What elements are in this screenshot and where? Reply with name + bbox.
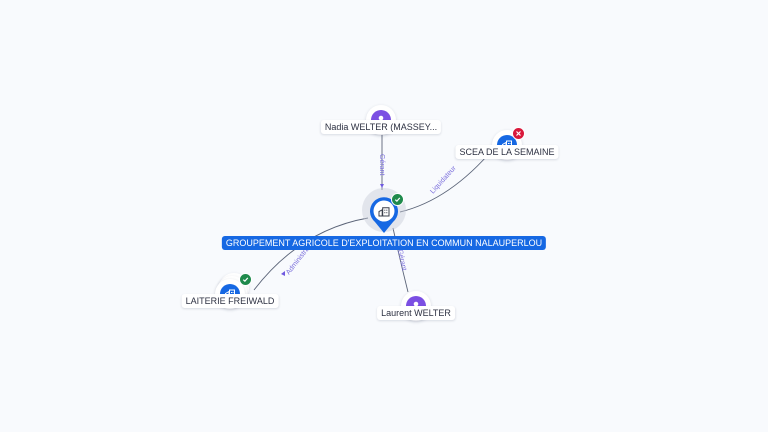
node-nadia-welter[interactable]: Nadia WELTER (MASSEY...: [320, 105, 442, 135]
edge-label-laurent: Gérant: [396, 249, 407, 271]
node-laiterie-freiwald[interactable]: LAITERIE FREIWALD: [181, 273, 279, 309]
node-label: Nadia WELTER (MASSEY...: [320, 120, 442, 134]
building-icon: [378, 207, 390, 217]
active-status-icon: [391, 193, 404, 206]
node-label: LAITERIE FREIWALD: [181, 294, 279, 308]
edge-center-laiterie[interactable]: Administrateur: [253, 217, 369, 291]
node-laurent-welter[interactable]: Laurent WELTER: [377, 291, 455, 321]
center-node-label: GROUPEMENT AGRICOLE D'EXPLOITATION EN CO…: [221, 236, 547, 250]
map-pin-icon: [370, 197, 398, 233]
active-status-icon: [239, 273, 252, 286]
node-label: SCEA DE LA SEMAINE: [455, 145, 559, 159]
node-scea-de-la-semaine[interactable]: SCEA DE LA SEMAINE: [455, 127, 559, 160]
edge-label-scea: Liquidateur: [429, 164, 458, 195]
closed-status-icon: [512, 127, 525, 140]
arrow-icon: [380, 184, 384, 188]
edge-laurent-center[interactable]: Gérant: [392, 227, 409, 293]
edge-label-nadia: Gérant: [378, 154, 385, 175]
edge-nadia-center[interactable]: Gérant: [378, 134, 385, 190]
node-label: Laurent WELTER: [377, 306, 455, 320]
arrow-icon: [281, 271, 285, 276]
center-node[interactable]: [367, 193, 404, 234]
